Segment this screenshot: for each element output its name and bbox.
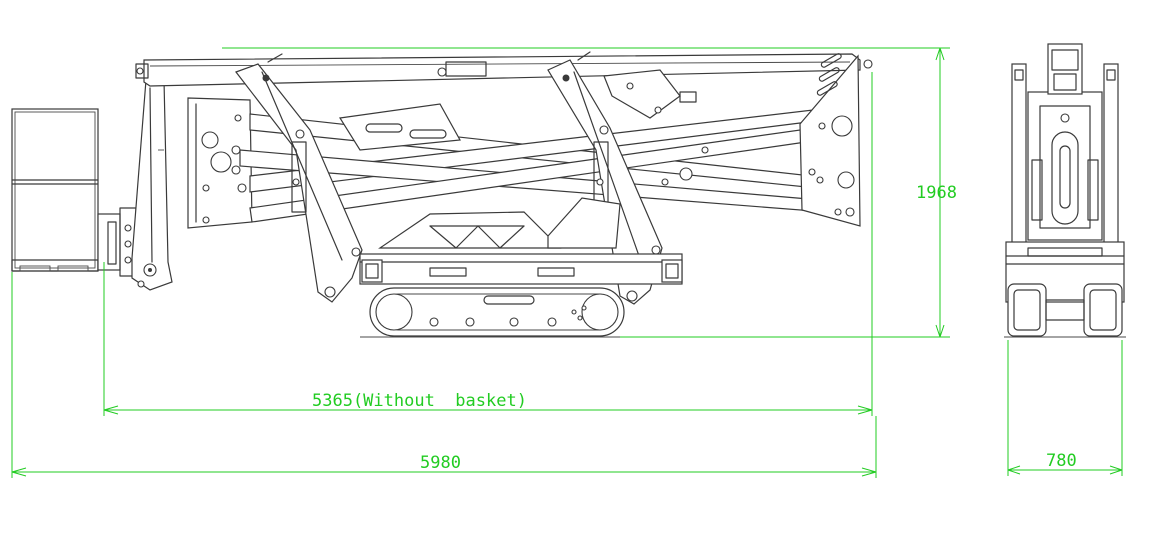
length-without-basket-label: 5365(Without basket) [312,391,527,411]
outrigger-left [235,53,363,303]
overall-length-label: 5980 [420,453,461,473]
dimension-length-without-basket: 5365(Without basket) [103,72,873,416]
boom-head-right [661,53,861,227]
side-view [11,51,873,338]
dimension-overall-length: 5980 [11,272,877,478]
upper-boom [135,53,873,103]
width-label: 780 [1046,451,1077,471]
crawler-track [369,287,625,337]
end-view [1004,43,1126,338]
basket [11,108,99,272]
dimension-height: 1968 [222,47,957,338]
outrigger-right [547,51,663,305]
height-label: 1968 [916,183,957,203]
basket-rotator [97,207,137,277]
dimension-width: 780 [1007,340,1123,476]
chassis [359,197,683,285]
jib-arm [131,79,173,291]
